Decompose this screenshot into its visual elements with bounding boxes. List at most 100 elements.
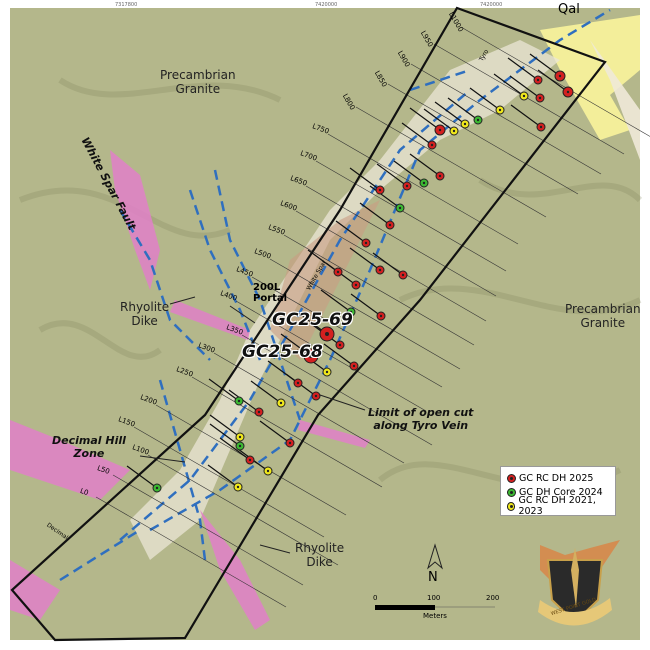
drill-hole-collar [378,268,382,272]
section-line [387,83,579,195]
section-line [133,426,325,538]
drill-hole-collar [238,435,242,439]
rhyolite-dike-label: Rhyolite Dike [120,300,170,328]
open-cut-limit-label: Limit of open cut along Tyro Vein [368,406,474,432]
section-line [147,454,339,566]
legend: GC RC DH 2025 GC DH Core 2024 GC RC DH 2… [500,466,616,517]
drill-hole-collar [452,129,456,133]
drill-trace [349,247,381,271]
drill-trace [510,104,542,128]
drill-hole-collar [354,283,358,287]
drill-trace [126,465,158,489]
drill-hole-collar [349,310,353,314]
section-line [410,63,602,175]
drill-hole-collar [257,410,261,414]
drill-hole-collar [539,125,543,129]
drill-hole-collar [309,354,313,358]
red-hole-icon [507,473,516,483]
legend-item: GC DH Core 2024 [507,485,615,499]
north-arrow-icon [427,543,443,570]
drill-hole-collar [405,184,409,188]
drill-trace [401,122,433,146]
drill-hole-collar [288,441,292,445]
drill-hole-collar [438,174,442,178]
drill-trace [323,343,355,367]
section-line [241,334,433,446]
legend-item: GC RC DH 2025 [507,471,615,485]
precambrian-granite-label: Precambrian Granite [160,68,236,96]
legend-label: GC RC DH 2025 [519,472,594,484]
faults [59,8,611,582]
drill-trace [209,414,241,438]
legend-label: GC DH Core 2024 [519,486,603,498]
drill-traces [126,53,569,489]
drill-trace [208,378,240,402]
drill-hole-collar [325,370,329,374]
qal-label: Qal [558,2,580,17]
section-line [112,474,304,586]
drill-trace [359,202,391,226]
drill-hole-collar [248,458,252,462]
drill-hole-collar [401,273,405,277]
section-line [327,133,519,245]
drill-hole-collar [379,314,383,318]
legend-label: GC RC DH 2021, 2023 [518,495,596,517]
scale-unit: Meters [423,612,447,620]
portal-label: 200L Portal [253,282,288,304]
section-line [213,352,405,464]
drill-hole-collar [438,128,442,132]
drill-trace [259,420,291,444]
drill-trace [447,97,479,121]
rhyolite-dike-label: Rhyolite Dike [295,541,345,569]
drill-hole-collar [279,401,283,405]
precambrian-granite-label: Precambrian Granite [565,302,641,330]
drill-trace [372,252,404,276]
scale-tick-200: 200 [486,594,500,602]
drill-hole-collar [314,394,318,398]
drill-hole-collar [538,96,542,100]
drill-hole-collar [238,444,242,448]
drill-trace [537,69,569,93]
yellow-hole-icon [507,501,516,511]
drill-trace [209,423,241,447]
drill-hole-collar [364,241,368,245]
drill-trace [307,249,339,273]
drill-hole-collar [388,223,392,227]
drill-hole-collar [325,332,329,336]
drill-trace [507,57,539,81]
drill-hole-collar [558,74,562,78]
drill-trace [369,185,401,209]
terrain-background [10,8,640,640]
drill-hole-collar [422,181,426,185]
drill-trace [393,160,425,184]
drill-hole-collar [155,486,159,490]
decimal-hill-zone-label: Decimal Hill Zone [52,434,126,460]
section-line [433,43,625,155]
disturbed-ground [130,40,560,560]
drill-hole-collar [266,469,270,473]
section-line [95,496,287,608]
drill-trace [529,53,561,77]
rhyolite-dikes [10,150,370,630]
grid-label: 7317800 [115,2,138,8]
drill-hole-collar [476,118,480,122]
section-line [191,376,383,488]
drill-trace [509,75,541,99]
callout-lines [139,296,366,554]
drill-holes [152,70,574,493]
drill-trace [469,87,501,111]
drill-trace [219,437,251,461]
grid-label: 7420000 [315,2,338,8]
hole-label-gc25-68: GC25-68 [242,342,323,362]
legend-item: GC RC DH 2021, 2023 [507,495,615,517]
section-lines [95,26,650,608]
drill-hole-collar [463,122,467,126]
drill-trace [349,167,381,191]
drill-trace [250,380,282,404]
drill-trace [207,464,239,488]
drill-trace [335,220,367,244]
drill-hole-collar [498,108,502,112]
drill-hole-collar [237,399,241,403]
drill-trace [423,108,455,132]
